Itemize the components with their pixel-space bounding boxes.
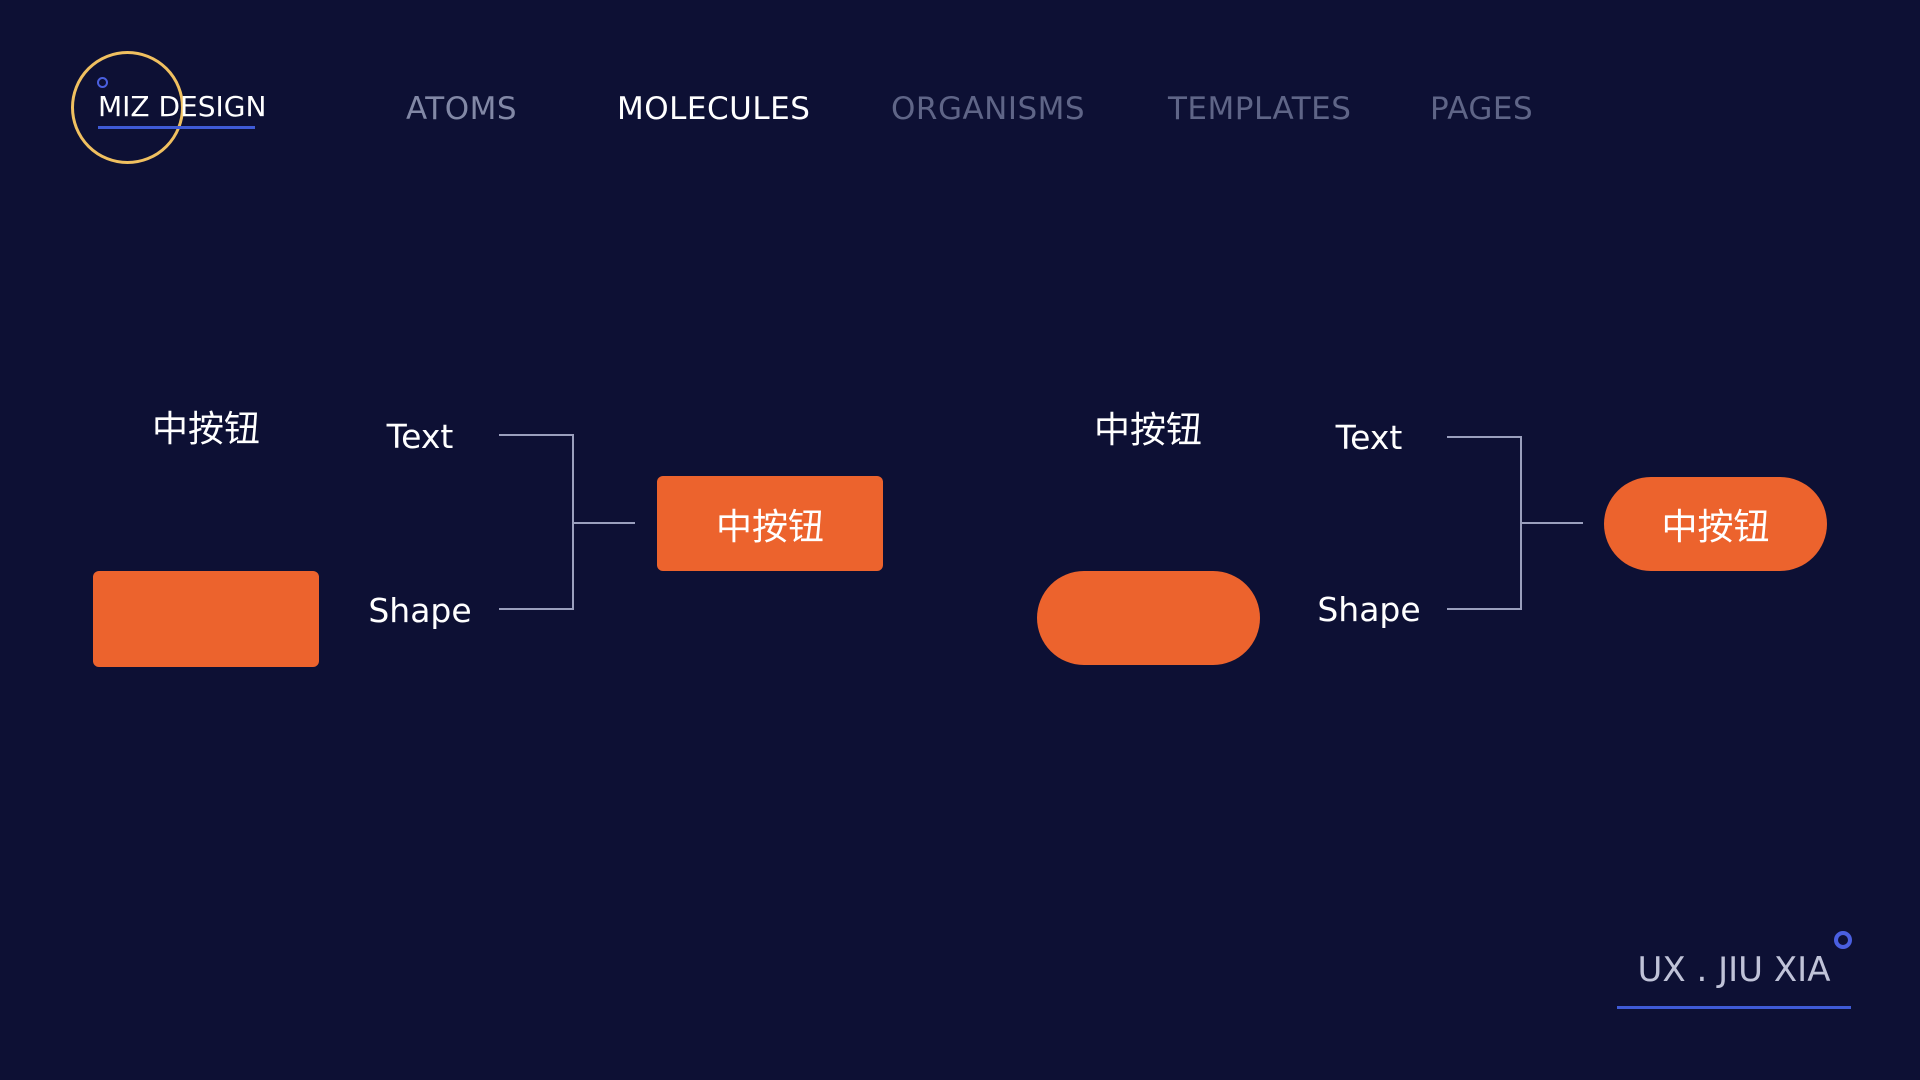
shape-rectangle [93, 571, 319, 667]
shape-pill [1037, 571, 1260, 665]
nav-item-pages[interactable]: PAGES [1430, 91, 1534, 127]
shape-label: Shape [368, 591, 472, 630]
footer-underline [1617, 1006, 1851, 1009]
logo-underline [98, 126, 255, 129]
result-button-rect[interactable]: 中按钮 [657, 476, 883, 571]
footer-brand: UX . JIU XIA [1637, 950, 1831, 990]
diagram-title: 中按钮 [151, 409, 260, 450]
logo-dot-icon [97, 77, 108, 88]
footer-dot-icon [1834, 931, 1852, 949]
nav-item-templates[interactable]: TEMPLATES [1168, 91, 1352, 127]
text-label: Text [386, 417, 454, 456]
text-label: Text [1335, 418, 1403, 457]
diagram-title: 中按钮 [1093, 410, 1202, 451]
logo-text[interactable]: MIZ DESIGN [98, 90, 267, 123]
nav-item-atoms[interactable]: ATOMS [406, 91, 518, 127]
nav-item-molecules[interactable]: MOLECULES [617, 91, 811, 127]
bracket-connector [1447, 436, 1583, 610]
result-button-pill[interactable]: 中按钮 [1604, 477, 1827, 571]
shape-label: Shape [1317, 590, 1421, 629]
bracket-connector [499, 434, 635, 610]
logo-ring [71, 51, 184, 164]
nav-item-organisms[interactable]: ORGANISMS [891, 91, 1086, 127]
